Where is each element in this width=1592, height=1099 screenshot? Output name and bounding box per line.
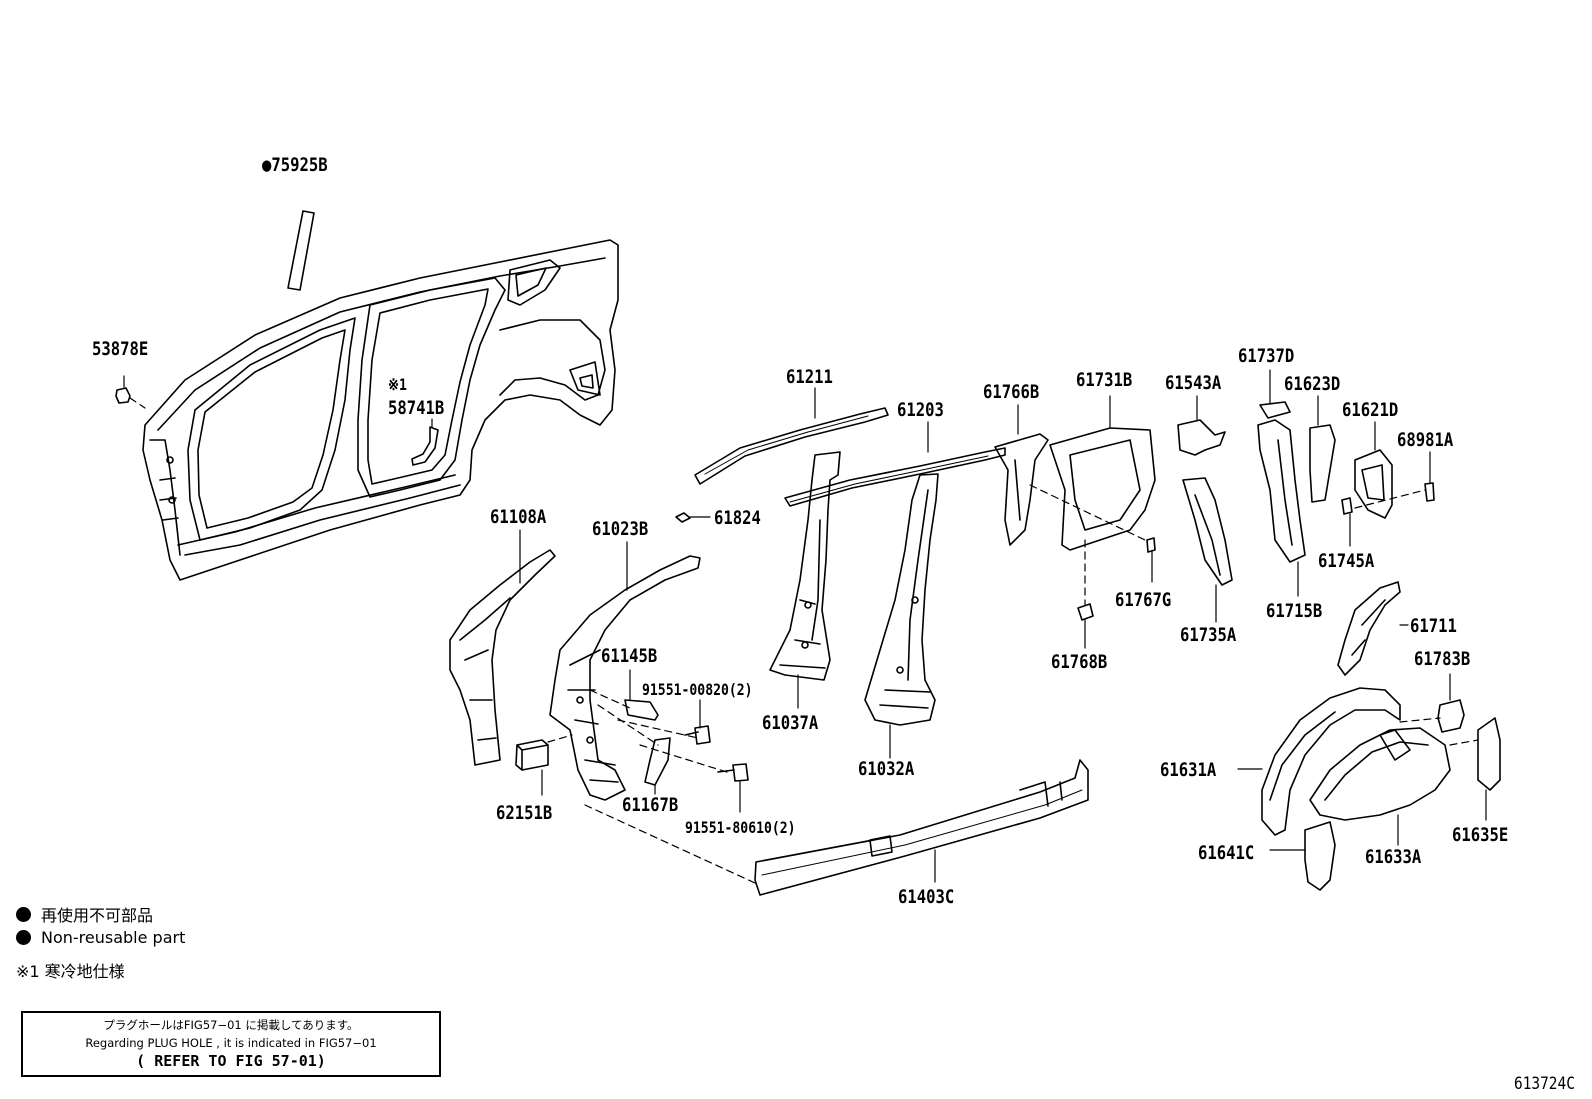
block-62151b [515, 739, 549, 771]
legend-jp-text: 再使用不可部品 [41, 906, 154, 925]
panel-61715b [1257, 419, 1306, 563]
clip-61767g [1146, 537, 1156, 553]
label-61715b: 61715B [1266, 600, 1323, 622]
label-68981a: 68981A [1397, 429, 1454, 451]
label-61203: 61203 [897, 399, 944, 421]
plug-hole-note: プラグホールはFIG57−01 に掲載してあります。 Regarding PLU… [21, 1011, 441, 1077]
label-61543a: 61543A [1165, 372, 1222, 394]
label-61108a: 61108A [490, 506, 547, 528]
roof-rail-61211 [694, 407, 889, 485]
panel-61623d [1309, 424, 1336, 503]
part-58741b [411, 426, 439, 466]
panel-61731b [1049, 427, 1156, 551]
panel-61766b [994, 433, 1049, 546]
label-91551-80610: 91551-80610(2) [685, 818, 796, 837]
bracket-61737d [1259, 401, 1291, 419]
label-61023b: 61023B [592, 518, 649, 540]
clip-61768b [1077, 603, 1094, 621]
label-61783b: 61783B [1414, 648, 1471, 670]
label-61032a: 61032A [858, 758, 915, 780]
label-61824: 61824 [714, 507, 761, 529]
block-53878e [115, 387, 131, 404]
wheelhouse-61633a [1309, 727, 1451, 821]
bolt-91551-80610 [717, 763, 749, 782]
label-61623d: 61623D [1284, 373, 1341, 395]
side-outer-panel-drawing [142, 239, 619, 581]
legend-nonreusable-en: Non-reusable part [16, 928, 185, 947]
label-61767g: 61767G [1115, 589, 1172, 611]
label-61635e: 61635E [1452, 824, 1509, 846]
clip-68981a [1424, 482, 1435, 502]
legend-en-text: Non-reusable part [41, 928, 186, 947]
bullet-icon [16, 930, 31, 945]
label-75925b: ●75925B [262, 154, 328, 176]
label-61403c: 61403C [898, 886, 955, 908]
label-61766b: 61766B [983, 381, 1040, 403]
panel-61641c [1304, 821, 1336, 891]
legend-cold-spec: ※1 寒冷地仕様 [16, 958, 125, 982]
clip-61745a [1341, 497, 1353, 515]
label-61145b: 61145B [601, 645, 658, 667]
label-61768b: 61768B [1051, 651, 1108, 673]
label-61621d: 61621D [1342, 399, 1399, 421]
label-53878e: 53878E [92, 338, 149, 360]
panel-61735a [1182, 477, 1233, 586]
hinge-pillar-61023b [549, 555, 701, 801]
label-91551-00820: 91551-00820(2) [642, 680, 753, 699]
bracket-61543a [1177, 419, 1226, 456]
moulding-75925b [287, 210, 315, 291]
a-pillar-61108a [449, 549, 556, 766]
label-61711: 61711 [1410, 615, 1457, 637]
note-refer: ( REFER TO FIG 57-01) [136, 1052, 326, 1070]
panel-61711 [1337, 581, 1401, 676]
rocker-61403c [754, 759, 1089, 896]
figure-code: 613724C [1514, 1074, 1575, 1094]
bolt-91551-00820 [684, 725, 711, 745]
label-61735a: 61735A [1180, 624, 1237, 646]
bracket-61145b [624, 699, 659, 721]
panel-61635e [1477, 717, 1501, 791]
label-61737d: 61737D [1238, 345, 1295, 367]
label-61731b: 61731B [1076, 369, 1133, 391]
part-61824 [675, 512, 691, 523]
label-61633a: 61633A [1365, 846, 1422, 868]
note-jp: プラグホールはFIG57−01 に掲載してあります。 [103, 1018, 359, 1032]
label-61211: 61211 [786, 366, 833, 388]
pillar-61037a [769, 451, 841, 681]
label-62151b: 62151B [496, 802, 553, 824]
pad-61783b [1437, 699, 1465, 733]
dashed-lines [129, 397, 1479, 884]
label-61631a: 61631A [1160, 759, 1217, 781]
legend-nonreusable-jp: 再使用不可部品 [16, 902, 153, 926]
pillar-61032a [864, 473, 939, 726]
label-61745a: 61745A [1318, 550, 1375, 572]
note-en: Regarding PLUG HOLE , it is indicated in… [85, 1036, 377, 1050]
legend-cold-text: ※1 寒冷地仕様 [16, 962, 125, 981]
label-61641c: 61641C [1198, 842, 1255, 864]
wheelhouse-61631a [1261, 687, 1401, 836]
label-61167b: 61167B [622, 794, 679, 816]
label-58741b-mark: ※1 [388, 375, 407, 394]
label-58741b: 58741B [388, 397, 445, 419]
panel-61621d [1354, 449, 1393, 519]
roof-side-rail-61203 [784, 447, 1006, 507]
bullet-icon [16, 906, 31, 922]
label-61037a: 61037A [762, 712, 819, 734]
leader-lines [123, 369, 1487, 883]
